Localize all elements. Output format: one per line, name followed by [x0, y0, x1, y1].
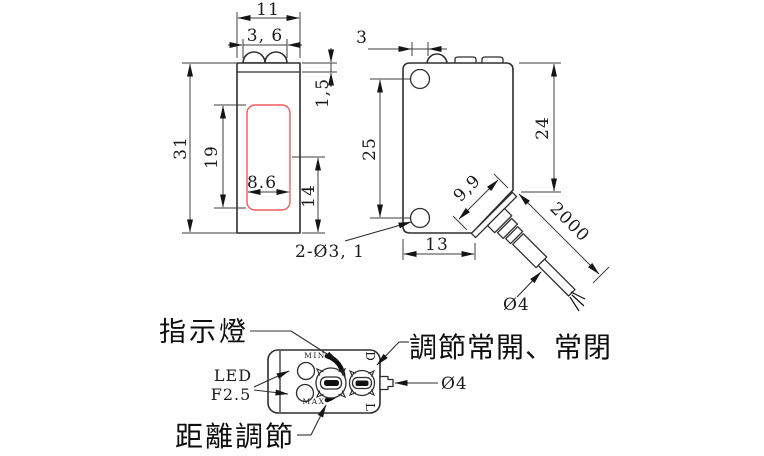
dim-line — [518, 193, 560, 235]
mode-pot-notches — [348, 369, 376, 397]
optical-window — [246, 104, 291, 211]
leader-led-bottom — [253, 389, 289, 396]
ext-line — [452, 215, 468, 231]
dim-bottom-width: 13 — [425, 235, 449, 255]
dim-front-width: 11 — [256, 0, 280, 20]
side-view: 3 25 24 13 9,9 2000 2-Ø3, 1 — [295, 28, 610, 315]
gland-segment-2 — [496, 217, 519, 240]
dim-hole-offset: 14 — [299, 184, 319, 208]
dim-lens-offset: 3 — [356, 28, 368, 48]
mounting-hole-top — [409, 68, 431, 90]
gland-segment-1 — [486, 207, 513, 234]
max-label: MAX — [303, 397, 326, 406]
distance-label: 距離調節 — [175, 420, 295, 453]
dim-line — [458, 199, 479, 220]
distance-pot-notches — [315, 367, 347, 399]
gland-segment-3 — [505, 226, 524, 245]
cable-gland — [512, 233, 548, 269]
cable-outlet — [379, 375, 394, 391]
dim-line — [558, 233, 600, 275]
l-mark: L — [363, 403, 377, 411]
dim-lens-height: 1,5 — [313, 78, 333, 108]
wire-ends — [569, 291, 586, 312]
front-view: 11 3, 6 1,5 31 19 8.6 — [171, 0, 337, 234]
outlet-diameter-label: Ø4 — [441, 374, 468, 394]
dim-body-depth: 24 — [533, 116, 553, 140]
dim-window-width: 8.6 — [247, 173, 277, 193]
leader-led-top — [253, 370, 290, 388]
dim-hole-spacing: 25 — [360, 137, 380, 161]
min-label: MIN — [304, 351, 326, 360]
lens-bump-right — [264, 51, 288, 64]
mode-pot-slot[interactable] — [355, 380, 369, 387]
side-body — [402, 62, 514, 234]
ext-line — [592, 266, 610, 284]
indicator-label: 指示燈 — [159, 317, 249, 348]
leader-distance-arrow — [310, 404, 327, 436]
led-label-line1: LED — [214, 366, 252, 385]
led-label-line2: F2.5 — [211, 385, 252, 404]
callout-mounting-holes: 2-Ø3, 1 — [295, 242, 365, 262]
mounting-hole-bottom — [409, 207, 431, 229]
leader-cable-diameter — [516, 271, 542, 298]
dim-front-height: 31 — [171, 136, 191, 160]
led-top — [296, 361, 316, 381]
cable — [537, 258, 576, 297]
distance-pot-slot[interactable] — [324, 380, 339, 386]
mode-label: 調節常開、常閉 — [409, 331, 612, 364]
dim-line — [478, 179, 499, 200]
bottom-view: MIN MAX D L 指示燈 LED F2.5 距離調節 調節常開、常閉 Ø4 — [159, 317, 612, 453]
callout-cable-diameter: Ø4 — [503, 295, 530, 315]
leader-mounting-holes — [344, 221, 412, 242]
leader-mode-arrow — [376, 341, 400, 366]
d-mark: D — [363, 351, 377, 361]
led-bottom — [295, 383, 315, 403]
dim-window-height: 19 — [202, 145, 222, 169]
ext-line — [493, 173, 509, 189]
dim-lens-width: 3, 6 — [247, 26, 283, 46]
dim-cable-length: 2000 — [546, 199, 594, 247]
cable-flange — [470, 191, 518, 239]
lens-bump-left — [242, 51, 266, 64]
leader-indicator-arrow — [290, 330, 339, 362]
